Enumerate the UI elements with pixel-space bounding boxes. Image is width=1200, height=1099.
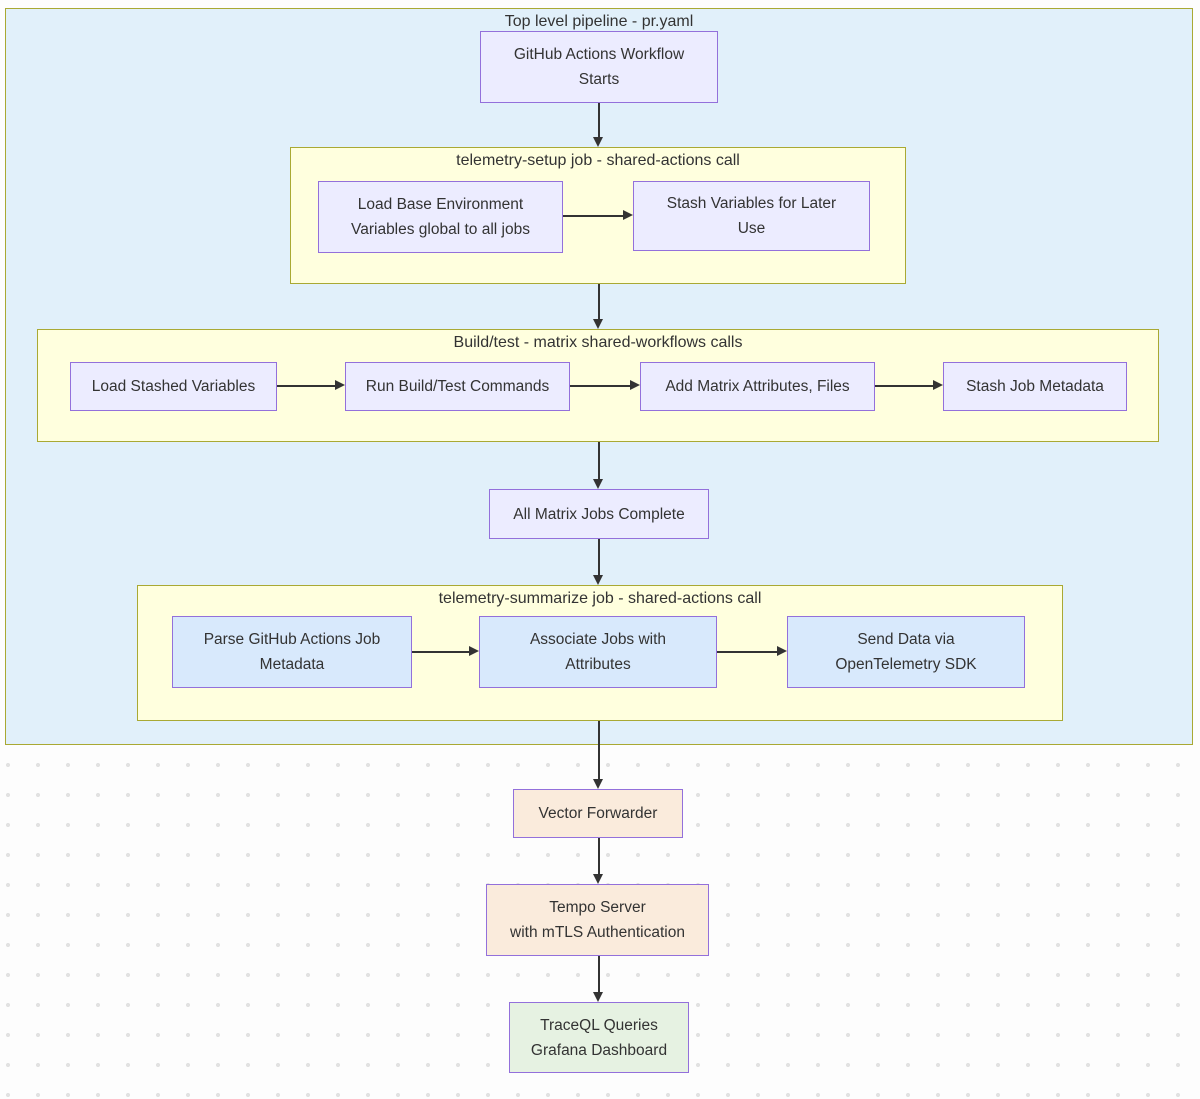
edge-parse-to-associate: [412, 651, 469, 653]
edge-vector-to-tempo-arrowhead: [593, 874, 603, 884]
edge-loadbase-to-stashvars-arrowhead: [623, 210, 633, 220]
node-tempo-server-mtls: Tempo Server with mTLS Authentication: [486, 884, 709, 956]
edge-build-to-complete: [598, 442, 600, 480]
node-label-line: Tempo Server: [549, 899, 646, 916]
node-send-data-via-opentelemetry-sdk: Send Data via OpenTelemetry SDK: [787, 616, 1025, 688]
node-stash-variables-for-later-use: Stash Variables for Later Use: [633, 181, 870, 251]
node-label-line: Variables global to all jobs: [351, 221, 530, 238]
edge-summarize-to-vector-arrowhead: [593, 779, 603, 789]
edge-associate-to-send: [717, 651, 777, 653]
edge-start-to-setup-arrowhead: [593, 137, 603, 147]
node-label-line: Vector Forwarder: [538, 805, 658, 822]
edge-tempo-to-traceql-arrowhead: [593, 992, 603, 1002]
edge-build-to-complete-arrowhead: [593, 479, 603, 489]
node-load-stashed-variables: Load Stashed Variables: [70, 362, 277, 411]
edge-addmatrix-to-stashjob: [875, 385, 933, 387]
node-load-base-environment-variables: Load Base Environment Variables global t…: [318, 181, 563, 253]
cluster-telemetry-summarize-title: telemetry-summarize job - shared-actions…: [438, 590, 762, 607]
node-label-line: Attributes: [565, 656, 631, 673]
edge-vector-to-tempo: [598, 838, 600, 875]
edge-summarize-to-vector: [598, 721, 600, 780]
edge-loadbase-to-stashvars: [563, 215, 623, 217]
edge-complete-to-summarize-arrowhead: [593, 575, 603, 585]
node-label-line: Parse GitHub Actions Job: [203, 631, 381, 648]
node-vector-forwarder: Vector Forwarder: [513, 789, 683, 838]
edge-tempo-to-traceql: [598, 956, 600, 993]
node-label-line: Stash Job Metadata: [966, 378, 1104, 395]
cluster-build-test-matrix-title: Build/test - matrix shared-workflows cal…: [453, 334, 743, 351]
node-github-actions-workflow-starts: GitHub Actions Workflow Starts: [480, 31, 718, 103]
node-all-matrix-jobs-complete: All Matrix Jobs Complete: [489, 489, 709, 539]
node-label-line: Metadata: [259, 656, 325, 673]
node-run-build-test-commands: Run Build/Test Commands: [345, 362, 570, 411]
node-label-line: Associate Jobs with: [529, 631, 667, 648]
node-stash-job-metadata: Stash Job Metadata: [943, 362, 1127, 411]
edge-associate-to-send-arrowhead: [777, 646, 787, 656]
node-label-line: Stash Variables for Later: [666, 195, 837, 212]
node-label-line: Load Stashed Variables: [91, 378, 256, 395]
edge-runbuild-to-addmatrix-arrowhead: [630, 380, 640, 390]
edge-runbuild-to-addmatrix: [570, 385, 630, 387]
node-label-line: Use: [737, 220, 766, 237]
node-label-line: Grafana Dashboard: [530, 1041, 668, 1059]
node-parse-github-actions-job-metadata: Parse GitHub Actions Job Metadata: [172, 616, 412, 688]
node-label-line: All Matrix Jobs Complete: [513, 505, 685, 523]
node-label-line: with mTLS Authentication: [510, 924, 685, 941]
node-associate-jobs-with-attributes: Associate Jobs with Attributes: [479, 616, 717, 688]
node-label-line: OpenTelemetry SDK: [835, 656, 977, 673]
node-label-line: TraceQL Queries: [540, 1016, 658, 1034]
node-traceql-queries-grafana-dashboard: TraceQL Queries Grafana Dashboard: [509, 1002, 689, 1073]
edge-start-to-setup: [598, 103, 600, 140]
edge-loadstashed-to-runbuild: [277, 385, 335, 387]
node-add-matrix-attributes-files: Add Matrix Attributes, Files: [640, 362, 875, 411]
node-label-line: GitHub Actions Workflow: [513, 46, 685, 63]
cluster-telemetry-setup-title: telemetry-setup job - shared-actions cal…: [456, 152, 740, 169]
node-label-line: Starts: [578, 71, 620, 88]
edge-parse-to-associate-arrowhead: [469, 646, 479, 656]
node-label-line: Load Base Environment: [357, 196, 524, 213]
node-label-line: Add Matrix Attributes, Files: [665, 378, 850, 395]
edge-setup-to-build: [598, 284, 600, 320]
edge-addmatrix-to-stashjob-arrowhead: [933, 380, 943, 390]
cluster-top-level-pipeline-title: Top level pipeline - pr.yaml: [504, 13, 694, 30]
edge-setup-to-build-arrowhead: [593, 319, 603, 329]
edge-complete-to-summarize: [598, 539, 600, 576]
node-label-line: Run Build/Test Commands: [365, 378, 550, 395]
edge-loadstashed-to-runbuild-arrowhead: [335, 380, 345, 390]
node-label-line: Send Data via: [857, 631, 955, 648]
